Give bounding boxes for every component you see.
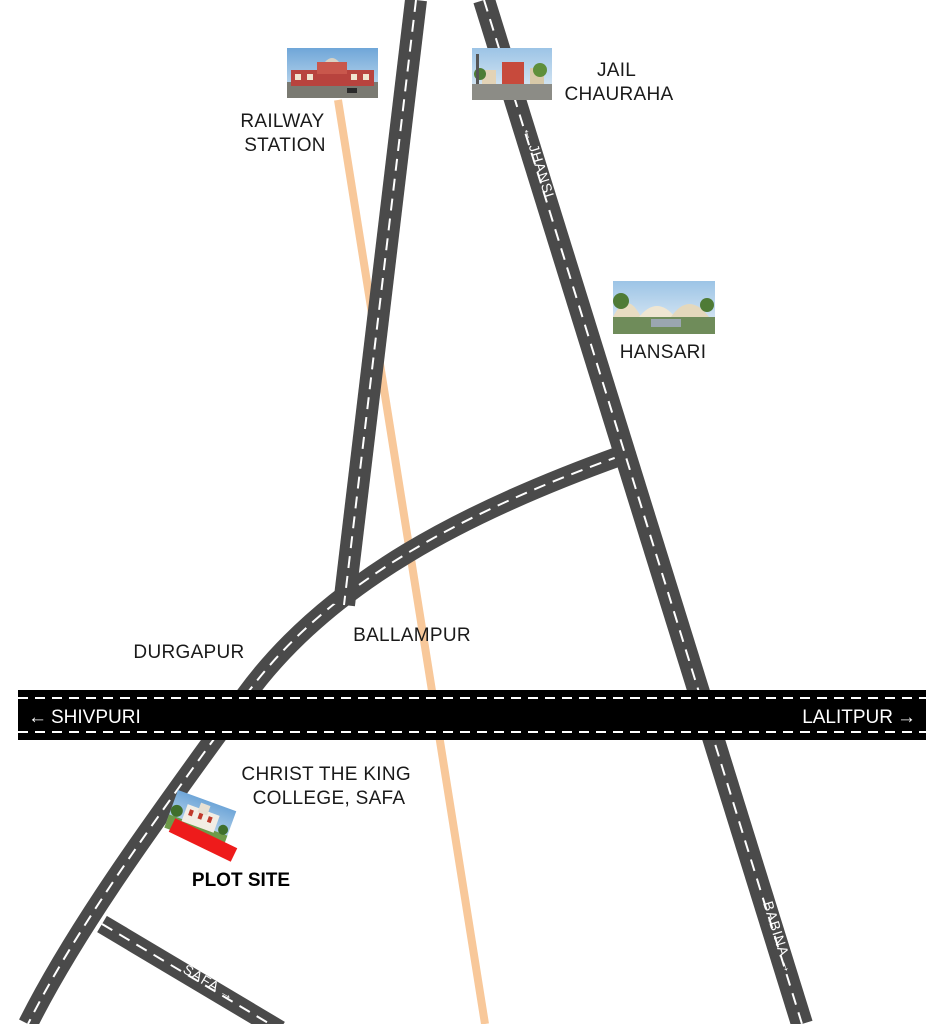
station-road-marking [343, 0, 417, 606]
jhansi-babina-road-body [473, 0, 813, 1024]
main-highway: ←SHIVPURI LALITPUR→ [18, 690, 926, 740]
jhansi-babina-road [473, 0, 813, 1024]
place-label-ballampur: BALLAMPUR [353, 625, 471, 646]
station-road [333, 0, 427, 607]
arrow-right-icon: → [897, 707, 916, 728]
highway-label-shivpuri: ←SHIVPURI [28, 707, 141, 728]
safa-road-marking [101, 923, 272, 1024]
arrow-down-icon: → [778, 957, 798, 976]
arrow-up-icon: ← [520, 124, 540, 143]
highway-label-lalitpur: LALITPUR→ [802, 707, 916, 728]
place-label-hansari: HANSARI [620, 342, 707, 363]
plot-site-marker [168, 818, 238, 862]
railway-station-photo-icon [287, 48, 378, 98]
hansari-photo-icon [613, 281, 715, 334]
jail-chauraha-photo-icon [472, 48, 552, 100]
place-label-christ-college: CHRIST THE KING COLLEGE, SAFA [241, 764, 416, 809]
safa-road [97, 915, 285, 1024]
place-label-plot-site: PLOT SITE [192, 870, 290, 891]
place-label-railway-station: RAILWAY STATION [240, 111, 329, 156]
place-label-jail-chauraha: JAIL CHAURAHA [564, 60, 673, 105]
place-label-durgapur: DURGAPUR [133, 642, 244, 663]
arrow-left-icon: ← [28, 707, 47, 728]
arrow-safa-icon: → [217, 983, 238, 1004]
